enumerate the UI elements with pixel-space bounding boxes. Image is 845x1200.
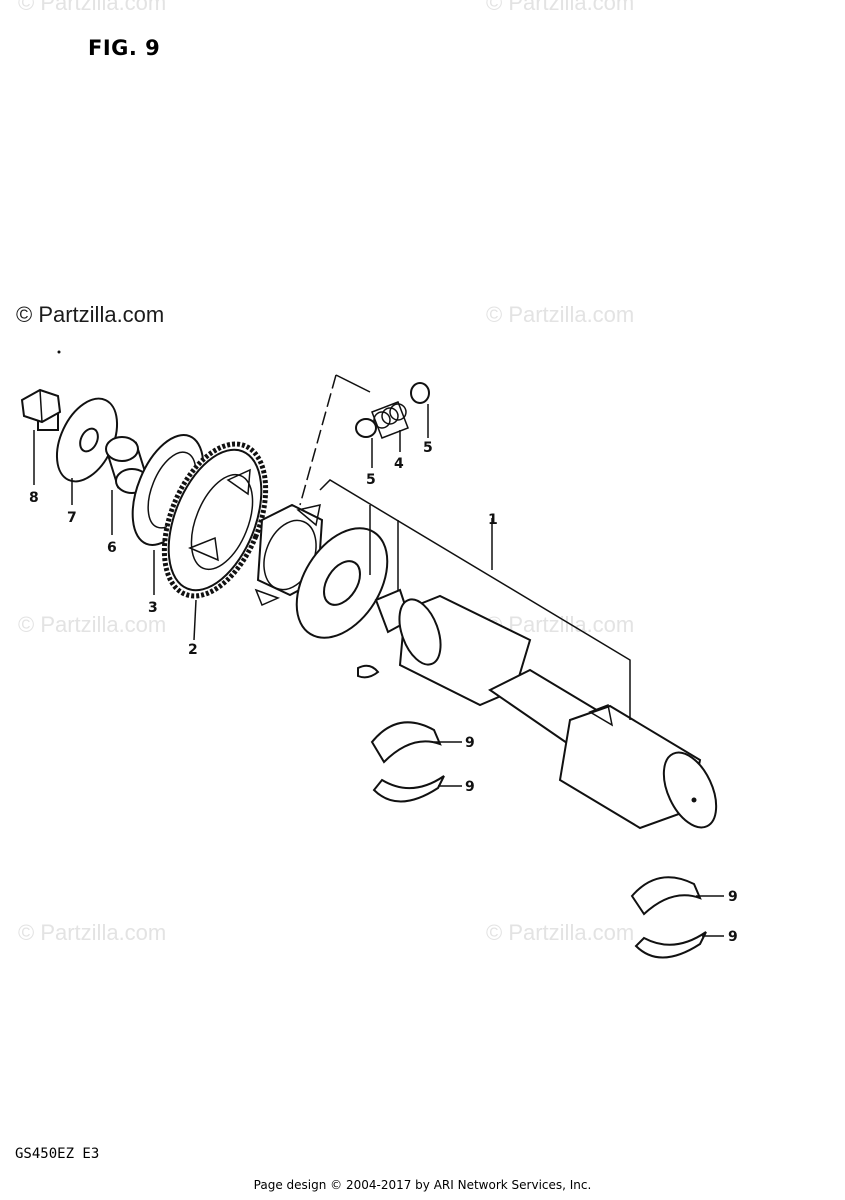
exploded-parts-diagram: 1 2 3 4 5 5 6 7 8 9 9 9 9 bbox=[20, 350, 738, 959]
bearing-pair-part-9-right bbox=[630, 876, 724, 959]
watermark-right-3: © Partzilla.com bbox=[486, 920, 635, 945]
watermark-top-right: © Partzilla.com bbox=[486, 0, 635, 15]
watermark-left-3: © Partzilla.com bbox=[18, 920, 167, 945]
callout-6: 6 bbox=[107, 540, 117, 556]
callout-9a: 9 bbox=[465, 735, 475, 751]
plunger-spring-parts-4-5 bbox=[355, 382, 430, 468]
page-footer: Page design © 2004-2017 by ARI Network S… bbox=[253, 1178, 592, 1192]
bearing-pair-part-9-left bbox=[370, 721, 462, 803]
woodruff-key bbox=[357, 664, 380, 679]
bolt-part-8 bbox=[20, 388, 62, 485]
watermark-left-2: © Partzilla.com bbox=[18, 612, 167, 637]
callout-5a: 5 bbox=[366, 472, 376, 488]
watermark-main: © Partzilla.com bbox=[16, 302, 165, 327]
thrust-washer bbox=[295, 527, 389, 639]
figure-title: FIG. 9 bbox=[88, 36, 161, 60]
callout-8: 8 bbox=[29, 490, 39, 506]
watermark-mid-right: © Partzilla.com bbox=[486, 302, 635, 327]
callout-9c: 9 bbox=[728, 889, 738, 905]
callout-5b: 5 bbox=[423, 440, 433, 456]
callout-2: 2 bbox=[188, 642, 198, 658]
callout-9b: 9 bbox=[465, 779, 475, 795]
model-code: GS450EZ E3 bbox=[15, 1146, 100, 1162]
callout-1: 1 bbox=[488, 512, 498, 528]
leader-lines bbox=[299, 374, 631, 720]
callout-7: 7 bbox=[67, 510, 77, 526]
gear-part-2 bbox=[161, 441, 269, 641]
stray-dot bbox=[57, 350, 61, 354]
callout-9d: 9 bbox=[728, 929, 738, 945]
balancer-shaft-part-1 bbox=[374, 588, 718, 830]
watermark-top-left: © Partzilla.com bbox=[18, 0, 167, 15]
callout-4: 4 bbox=[394, 456, 404, 472]
washer-part-7 bbox=[55, 397, 119, 505]
callout-3: 3 bbox=[148, 600, 158, 616]
